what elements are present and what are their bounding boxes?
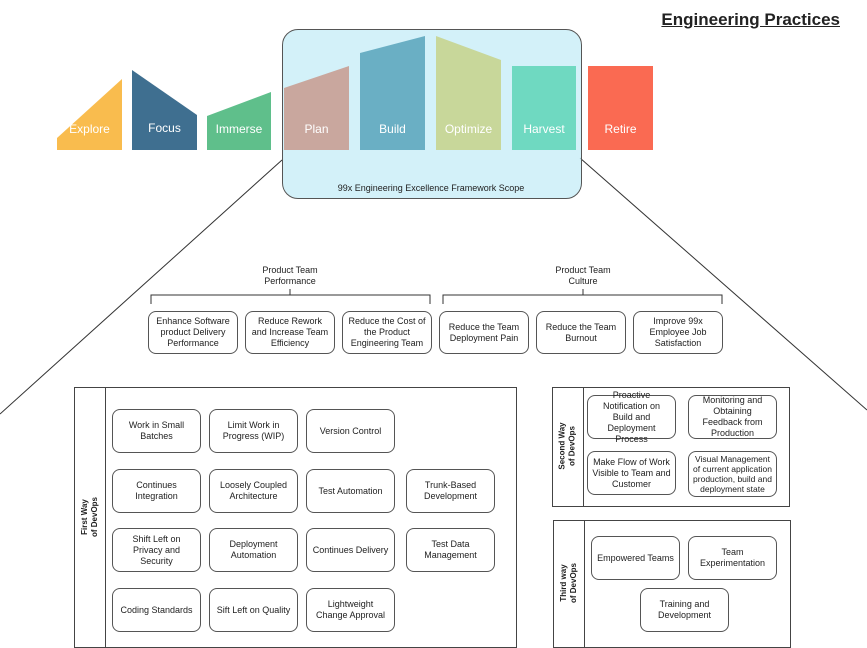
practice-trunk-based: Trunk-Based Development <box>406 469 495 513</box>
practice-loosely-coupled: Loosely Coupled Architecture <box>209 469 298 513</box>
phase-label-plan: Plan <box>304 122 329 136</box>
practice-proactive-notification: Proactive Notification on Build and Depl… <box>587 390 676 444</box>
phase-label-explore: Explore <box>69 122 110 136</box>
scope-caption: 99x Engineering Excellence Framework Sco… <box>337 183 525 193</box>
third-way-label-cell <box>553 520 585 648</box>
practice-limit-wip: Limit Work in Progress (WIP) <box>209 409 298 453</box>
practice-empowered-teams: Empowered Teams <box>591 536 680 580</box>
practice-visible-flow: Make Flow of Work Visible to Team and Cu… <box>587 451 676 495</box>
practice-continuous-integration: Continues Integration <box>112 469 201 513</box>
practice-shift-left-quality: Sift Left on Quality <box>209 588 298 632</box>
phase-shape-immerse <box>207 92 271 150</box>
phase-label-retire: Retire <box>604 122 637 136</box>
outcome-job-satisfaction: Improve 99x Employee Job Satisfaction <box>633 311 723 354</box>
outcome-reduce-cost: Reduce the Cost of the Product Engineeri… <box>342 311 432 354</box>
phase-shape-build <box>360 36 425 150</box>
second-way-label-cell <box>552 387 584 507</box>
practice-lightweight-change-approval: Lightweight Change Approval <box>306 588 395 632</box>
phase-label-immerse: Immerse <box>215 122 263 136</box>
phase-label-focus: Focus <box>148 121 181 135</box>
phase-shape-plan <box>284 66 349 150</box>
outcome-delivery-performance: Enhance Software product Delivery Perfor… <box>148 311 238 354</box>
practice-version-control: Version Control <box>306 409 395 453</box>
practice-test-data-management: Test Data Management <box>406 528 495 572</box>
practice-continuous-delivery: Continues Delivery <box>306 528 395 572</box>
phase-shape-retire <box>588 66 653 150</box>
outcome-reduce-rework: Reduce Rework and Increase Team Efficien… <box>245 311 335 354</box>
culture-group-title: Product Team Culture <box>555 265 611 286</box>
practice-visual-management: Visual Management of current application… <box>688 451 777 497</box>
practice-training-development: Training and Development <box>640 588 729 632</box>
outcome-deployment-pain: Reduce the Team Deployment Pain <box>439 311 529 354</box>
practice-monitoring-feedback: Monitoring and Obtaining Feedback from P… <box>688 395 777 439</box>
outcome-team-burnout: Reduce the Team Burnout <box>536 311 626 354</box>
first-way-label: First Way of DevOps <box>79 496 99 537</box>
phase-label-build: Build <box>379 122 406 136</box>
phase-label-optimize: Optimize <box>444 122 493 136</box>
phase-label-harvest: Harvest <box>523 122 565 136</box>
practice-team-experimentation: Team Experimentation <box>688 536 777 580</box>
second-way-label: Second Way of DevOps <box>557 422 577 470</box>
practice-coding-standards: Coding Standards <box>112 588 201 632</box>
practice-work-small-batches: Work in Small Batches <box>112 409 201 453</box>
performance-group-title: Product Team Performance <box>262 265 318 286</box>
practice-shift-left-security: Shift Left on Privacy and Security <box>112 528 201 572</box>
practice-deployment-automation: Deployment Automation <box>209 528 298 572</box>
page-title: Engineering Practices <box>661 10 840 29</box>
phase-shape-focus <box>132 70 197 150</box>
third-way-label: Third way of DevOps <box>558 562 578 604</box>
phase-shape-explore <box>57 79 122 150</box>
practice-test-automation: Test Automation <box>306 469 395 513</box>
phase-shape-optimize <box>436 36 501 150</box>
phase-shape-harvest <box>512 66 576 150</box>
first-way-label-cell <box>74 387 106 648</box>
